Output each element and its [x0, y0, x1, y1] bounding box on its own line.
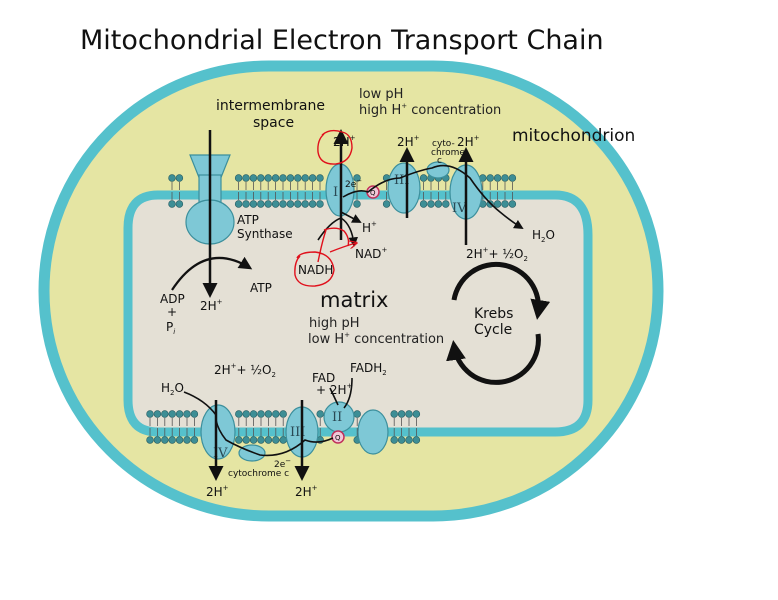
two-e-top: 2e− — [345, 177, 362, 190]
fad-plus-h-label: + 2H+ — [316, 382, 353, 397]
complex-ii-bottom: II — [323, 401, 355, 433]
two-e-bottom: 2e− — [274, 457, 291, 470]
complex-i-2h-label: 2H+ — [333, 134, 356, 149]
lipid-bilayer-top — [168, 174, 517, 208]
water-bottom-label: H2O — [161, 381, 184, 397]
half-o2-bottom-label: 2H++ ½O2 — [214, 362, 276, 379]
h-plus-label: H+ — [362, 220, 377, 235]
top-conc-label: high H+ concentration — [359, 102, 501, 118]
svg-text:IV: IV — [452, 201, 467, 216]
electron-path-top — [342, 164, 524, 229]
atp-synthase-label-1: ATP — [237, 213, 259, 227]
svg-text:II: II — [332, 410, 342, 425]
nadh-label: NADH — [298, 263, 333, 277]
fad-arrow — [329, 387, 339, 406]
matrix-conc-label: low H+ concentration — [308, 331, 444, 347]
water-top-label: H2O — [532, 228, 555, 244]
mitochondrion-label: mitochondrion — [512, 126, 635, 146]
fad-label: FAD — [312, 371, 335, 385]
krebs-label-1: Krebs — [474, 306, 513, 322]
matrix-ph-label: high pH — [309, 316, 360, 331]
krebs-label-2: Cycle — [474, 322, 512, 338]
fadh2-arrow — [343, 377, 353, 409]
fadh2-label: FADH2 — [350, 361, 387, 377]
svg-text:III: III — [394, 173, 409, 188]
cytochrome-bottom-label: cytochrome c — [228, 469, 289, 479]
nadh-oxidation-arrow — [317, 217, 359, 247]
atp-label: ATP — [250, 281, 272, 295]
diagram-title: Mitochondrial Electron Transport Chain — [80, 25, 604, 56]
adp-label: ADP — [160, 292, 185, 306]
svg-text:Q: Q — [370, 189, 376, 197]
complex-iii-2h-label: 2H+ — [397, 134, 420, 149]
cyto-top-1: cyto- — [432, 139, 455, 149]
complex-iv-2h-label: 2H+ — [457, 134, 480, 149]
cyto-top-2: chrome — [431, 148, 465, 158]
pi-label: Pi — [166, 320, 175, 336]
complex-bottom-extra — [357, 409, 389, 455]
atp-synthase — [185, 130, 235, 298]
atp-conversion-arrow — [171, 256, 253, 291]
h-release-arrow — [340, 211, 362, 223]
svg-text:I: I — [333, 185, 338, 200]
bottom-2h-left: 2H+ — [206, 484, 229, 499]
top-ph-label: low pH — [359, 87, 403, 102]
nad-label: NAD+ — [355, 246, 387, 261]
atp-synthase-label-2: Synthase — [237, 227, 293, 241]
ubiquinone-q-bottom: Q — [331, 430, 345, 444]
cyto-top-3: c — [437, 156, 442, 166]
atp-synthase-h-label: 2H+ — [200, 298, 223, 313]
red-annotations — [294, 129, 356, 287]
electron-path-bottom — [215, 419, 334, 457]
bottom-2h-right: 2H+ — [295, 484, 318, 499]
svg-text:Q: Q — [335, 434, 341, 442]
water-bottom-arrow — [183, 391, 217, 416]
matrix-label: matrix — [320, 288, 388, 312]
adp-plus: + — [167, 305, 177, 319]
cytochrome-c-bottom — [238, 444, 266, 462]
half-o2-top-label: 2H++ ½O2 — [466, 246, 528, 263]
lipid-bilayer-bottom — [146, 410, 421, 444]
intermembrane-label-2: space — [253, 115, 294, 131]
intermembrane-label-1: intermembrane — [216, 98, 325, 114]
complex-iii: III — [387, 162, 421, 214]
krebs-cycle — [446, 261, 551, 385]
